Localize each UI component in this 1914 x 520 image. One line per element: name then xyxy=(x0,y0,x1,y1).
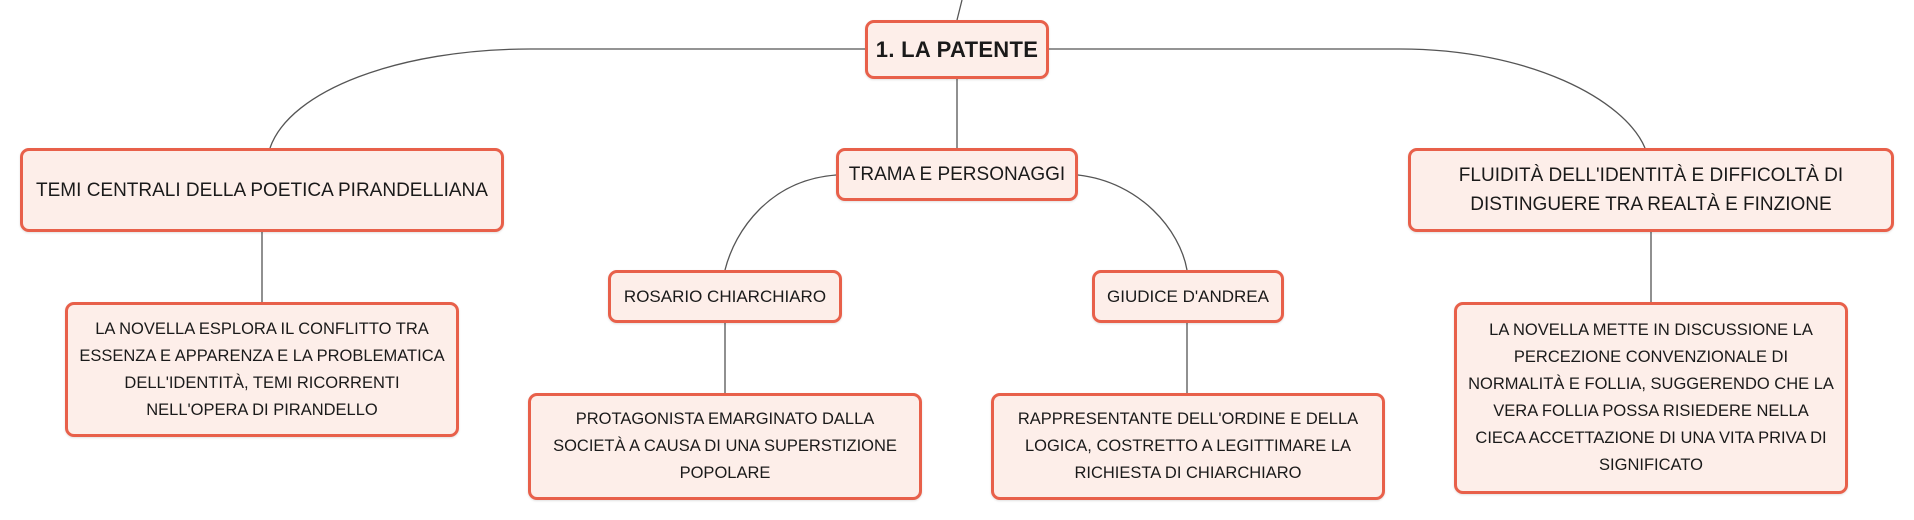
topic-node-trama[interactable]: TRAMA E PERSONAGGI xyxy=(836,148,1078,201)
topic-node-fluidita[interactable]: FLUIDITÀ DELL'IDENTITÀ E DIFFICOLTÀ DI D… xyxy=(1408,148,1894,232)
topic-label-fluidita: FLUIDITÀ DELL'IDENTITÀ E DIFFICOLTÀ DI D… xyxy=(1458,165,1844,215)
detail-text-fluidita: LA NOVELLA METTE IN DISCUSSIONE LA PERCE… xyxy=(1468,321,1834,474)
topic-node-temi[interactable]: TEMI CENTRALI DELLA POETICA PIRANDELLIAN… xyxy=(20,148,504,232)
subtopic-node-giudice[interactable]: GIUDICE D'ANDREA xyxy=(1092,270,1284,323)
connector-root-to-temi xyxy=(269,48,865,149)
subtopic-label-rosario: ROSARIO CHIARCHIARO xyxy=(623,287,827,306)
subtopic-node-rosario[interactable]: ROSARIO CHIARCHIARO xyxy=(608,270,842,323)
topic-label-trama: TRAMA E PERSONAGGI xyxy=(848,164,1066,185)
connector-parent-to-root xyxy=(956,0,963,21)
connector-trama-to-rosario xyxy=(724,174,837,271)
connector-trama-to-giudice xyxy=(1077,174,1188,271)
detail-text-temi: LA NOVELLA ESPLORA IL CONFLITTO TRA ESSE… xyxy=(79,319,445,419)
detail-node-temi[interactable]: LA NOVELLA ESPLORA IL CONFLITTO TRA ESSE… xyxy=(65,302,459,437)
detail-node-rosario[interactable]: PROTAGONISTA EMARGINATO DALLA SOCIETÀ A … xyxy=(528,393,922,500)
subtopic-label-giudice: GIUDICE D'ANDREA xyxy=(1107,287,1269,306)
root-topic-node[interactable]: 1. LA PATENTE xyxy=(865,20,1049,79)
detail-text-rosario: PROTAGONISTA EMARGINATO DALLA SOCIETÀ A … xyxy=(553,410,897,482)
detail-node-giudice[interactable]: RAPPRESENTANTE DELL'ORDINE E DELLA LOGIC… xyxy=(991,393,1385,500)
root-topic-label: 1. LA PATENTE xyxy=(875,36,1039,62)
topic-label-temi: TEMI CENTRALI DELLA POETICA PIRANDELLIAN… xyxy=(36,179,488,201)
connector-root-to-fluidita xyxy=(1048,48,1646,149)
detail-node-fluidita[interactable]: LA NOVELLA METTE IN DISCUSSIONE LA PERCE… xyxy=(1454,302,1848,494)
detail-text-giudice: RAPPRESENTANTE DELL'ORDINE E DELLA LOGIC… xyxy=(1017,410,1359,482)
